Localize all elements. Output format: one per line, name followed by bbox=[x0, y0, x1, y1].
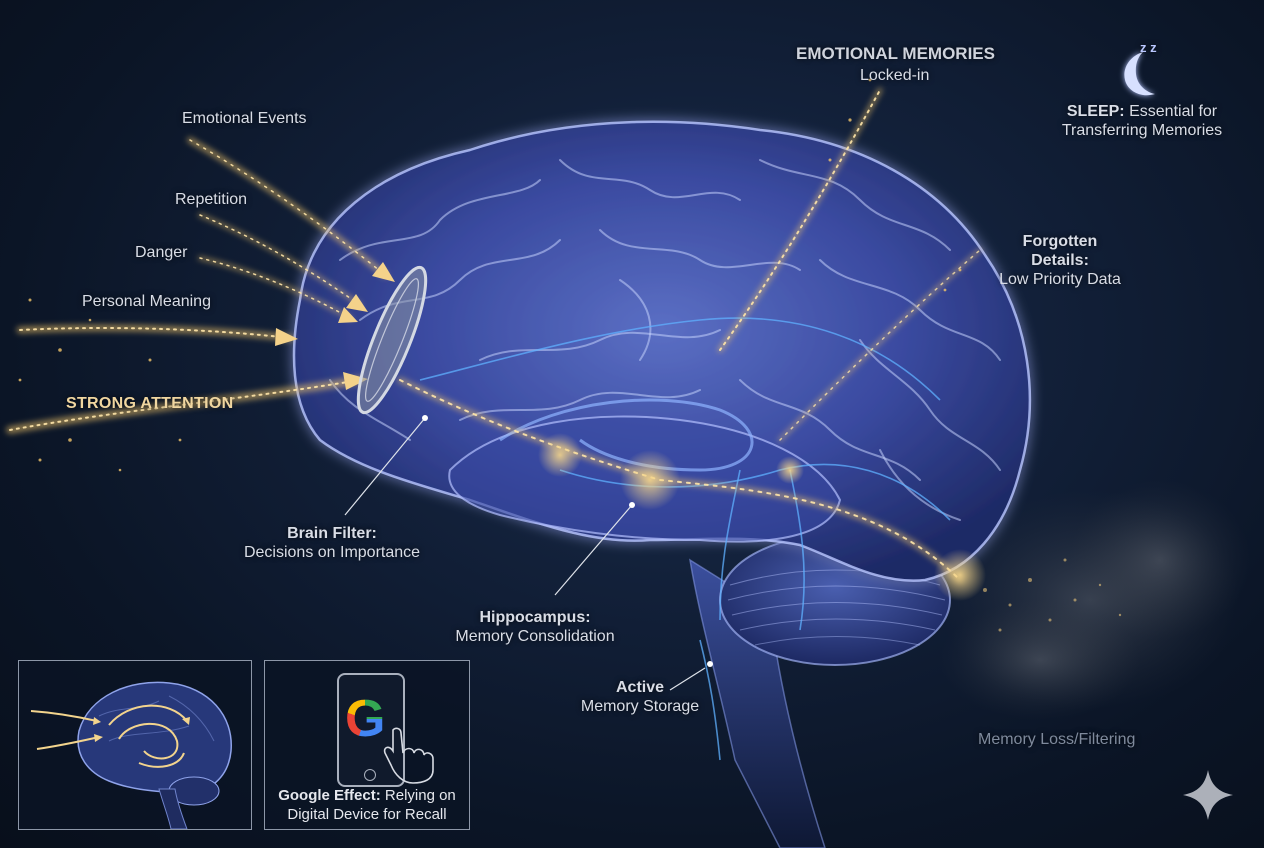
forgotten-line2: Details: bbox=[1031, 252, 1089, 270]
memory-loss-dust bbox=[983, 558, 1122, 632]
memory-loss-smoke bbox=[940, 480, 1250, 720]
brain-filter-disk bbox=[356, 265, 428, 415]
moon-zzz-icon bbox=[1124, 52, 1155, 96]
input-label-repetition: Repetition bbox=[175, 191, 248, 208]
input-label-personal-meaning: Personal Meaning bbox=[82, 293, 211, 310]
leader-dots bbox=[422, 415, 713, 667]
input-label-emotional-events: Emotional Events bbox=[182, 110, 307, 127]
activation-spots bbox=[538, 433, 986, 601]
leader-lines bbox=[344, 417, 706, 691]
active-storage-label: Active Memory Storage bbox=[570, 678, 710, 716]
brain-filter-label: Brain Filter: Decisions on Importance bbox=[232, 524, 432, 562]
active-subtitle: Memory Storage bbox=[580, 698, 700, 716]
brain-filter-title: Brain Filter: bbox=[287, 525, 377, 542]
google-effect-caption: Google Effect: Relying on Digital Device… bbox=[265, 787, 469, 825]
sleep-text-line1: Essential for bbox=[1129, 103, 1218, 120]
hippocampus-label: Hippocampus: Memory Consolidation bbox=[440, 608, 630, 646]
sleep-title: SLEEP: bbox=[1066, 103, 1125, 120]
emotional-memories-title: EMOTIONAL MEMORIES bbox=[796, 44, 995, 63]
google-logo-icon: G bbox=[345, 690, 386, 748]
brain-stem bbox=[688, 558, 826, 848]
brain-folds bbox=[329, 159, 1001, 521]
scattered-particles bbox=[18, 78, 962, 472]
memory-loss-label: Memory Loss/Filtering bbox=[978, 731, 1136, 748]
forgotten-line1: Forgotten bbox=[1022, 233, 1098, 250]
input-label-danger: Danger bbox=[135, 244, 188, 261]
google-effect-line1: Relying on bbox=[384, 787, 456, 804]
phone-home-button bbox=[364, 769, 376, 781]
sparkle-icon bbox=[1183, 770, 1233, 820]
hippocampus-title: Hippocampus: bbox=[479, 609, 591, 626]
forgotten-line3: Low Priority Data bbox=[999, 271, 1121, 289]
sleep-text-line2: Transferring Memories bbox=[1061, 122, 1223, 140]
google-effect-title: Google Effect: bbox=[278, 787, 381, 804]
sleep-label: SLEEP: Essential for Transferring Memori… bbox=[1052, 102, 1232, 140]
forgotten-details-label: Forgotten Details: Low Priority Data bbox=[990, 232, 1130, 290]
hippocampus-subtitle: Memory Consolidation bbox=[455, 628, 615, 646]
google-effect-line2: Digital Device for Recall bbox=[287, 805, 447, 823]
inset-brain-pathway-panel bbox=[18, 660, 252, 830]
emotional-memories-subtitle: Locked-in bbox=[860, 67, 930, 84]
inset-brain-diagram bbox=[30, 681, 232, 830]
input-arrowheads bbox=[275, 262, 395, 390]
pointing-hand-icon bbox=[383, 727, 434, 784]
active-title: Active bbox=[615, 679, 665, 696]
zzz-text: z z bbox=[1140, 40, 1157, 55]
phone-icon bbox=[337, 673, 405, 787]
inset-google-effect-panel: G Google Effect: Relying on Digital Devi… bbox=[264, 660, 470, 830]
brain-filter-subtitle: Decisions on Importance bbox=[243, 544, 421, 562]
input-label-strong-attention: STRONG ATTENTION bbox=[66, 395, 234, 412]
